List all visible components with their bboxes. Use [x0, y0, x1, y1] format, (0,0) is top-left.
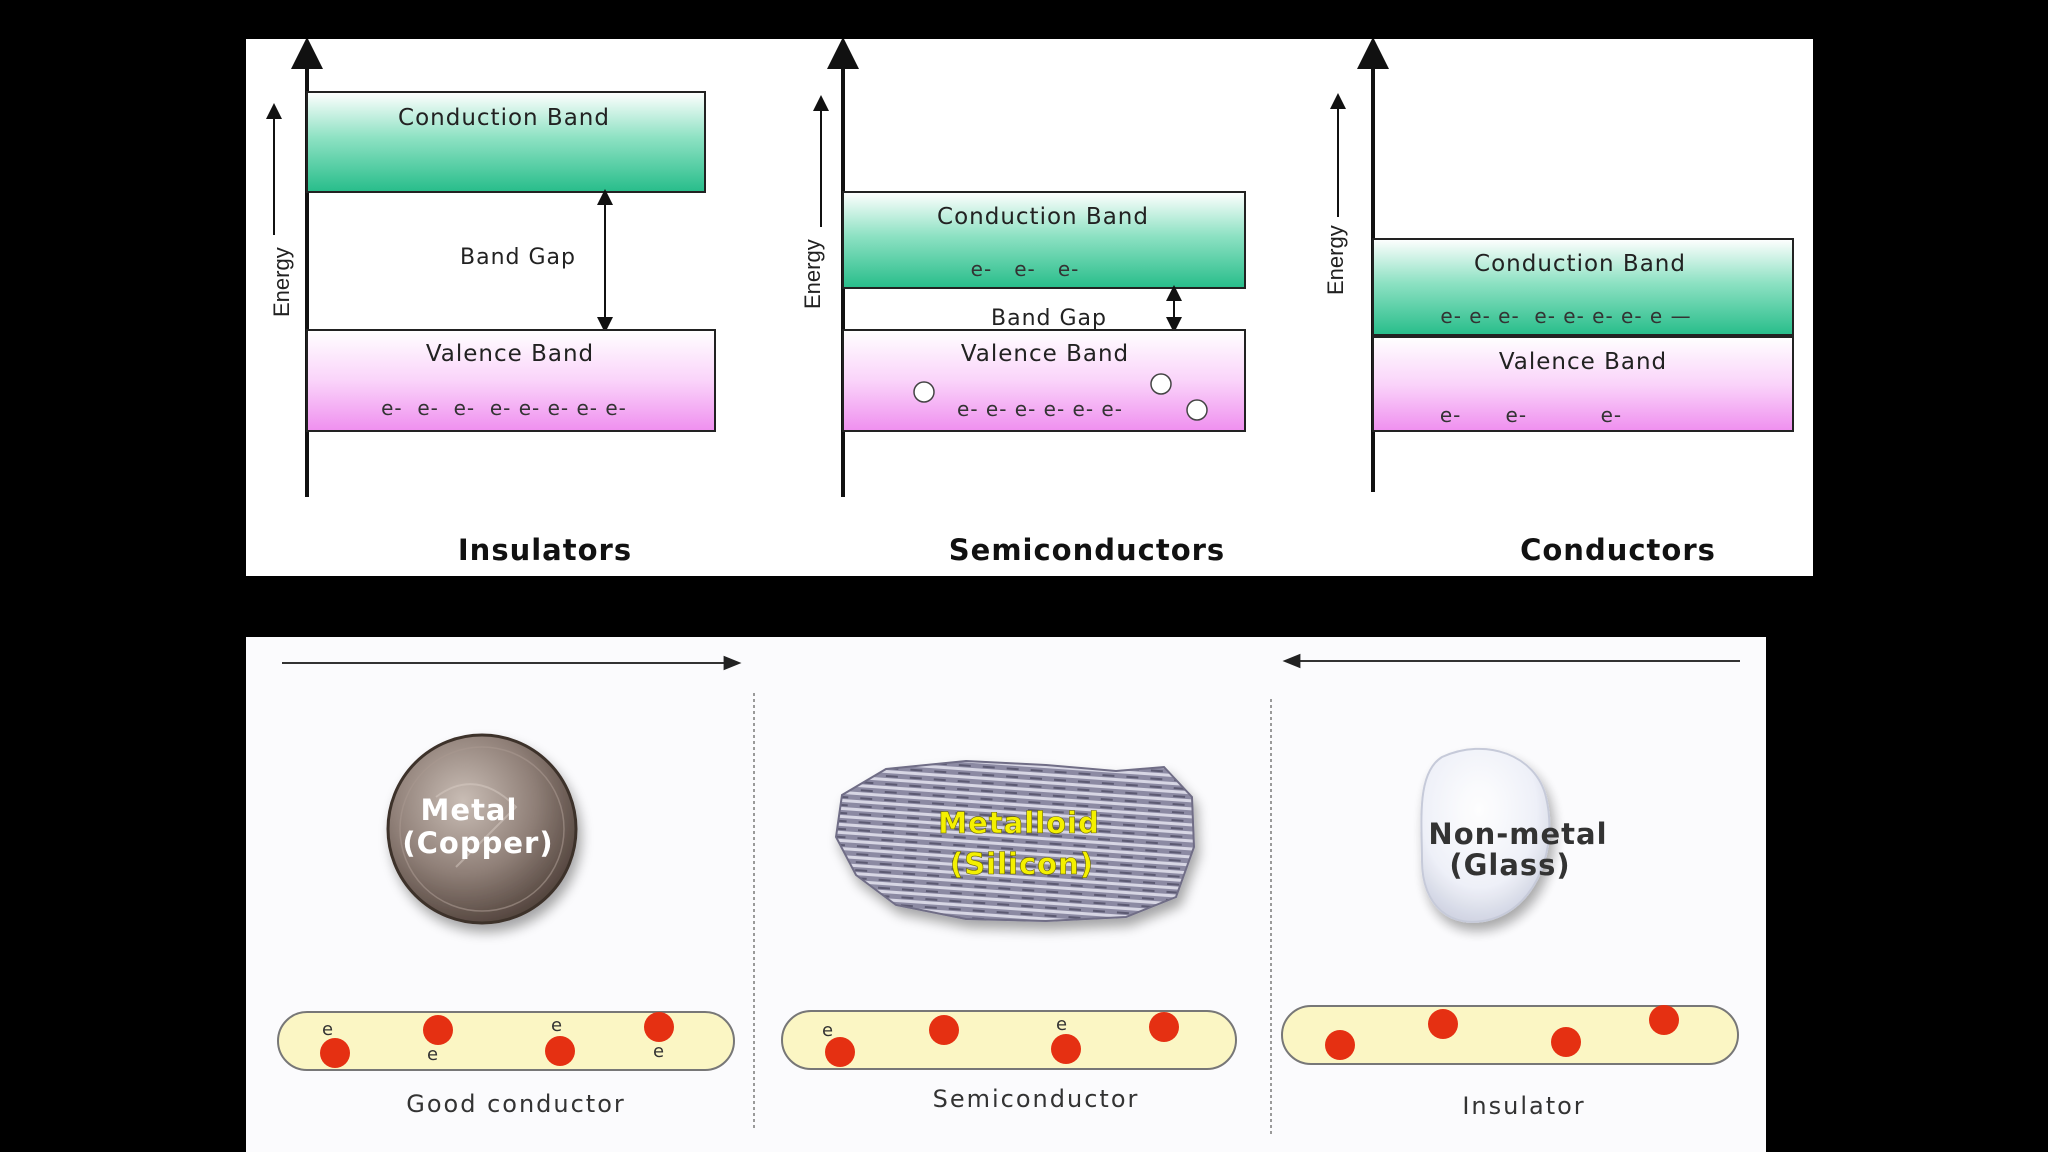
- category-label-insulators: Insulators: [458, 533, 632, 567]
- hole: [1150, 373, 1172, 395]
- carrier-electron: e: [1056, 1014, 1067, 1035]
- carrier-electron: e: [322, 1019, 333, 1040]
- valence-band-title: Valence Band: [1499, 349, 1667, 375]
- energy-label: Energy: [1323, 225, 1348, 295]
- conduction-electrons: e- e- e- e- e- e- e- e —: [1440, 304, 1691, 328]
- caption-semiconductor: Semiconductor: [933, 1085, 1140, 1113]
- category-label-semiconductors: Semiconductors: [949, 533, 1225, 567]
- nonmetal-label-line2: (Glass): [1449, 848, 1570, 882]
- carrier-dot: [1325, 1030, 1355, 1060]
- valence-band-title: Valence Band: [426, 341, 594, 367]
- energy-label: Energy: [269, 247, 294, 317]
- carrier-electron: e: [551, 1015, 562, 1036]
- materials-svg: Metal (Copper) e e e e Good conductor Me…: [277, 653, 1740, 1135]
- conduction-electrons: e- e- e-: [971, 257, 1080, 281]
- carrier-dot: [320, 1038, 350, 1068]
- nonmetal-column: Non-metal (Glass) Insulator: [1281, 747, 1739, 1120]
- valence-electrons: e- e- e- e- e- e-: [957, 397, 1123, 421]
- copper-coin-image: [386, 733, 578, 925]
- semiconductor-band-diagram: Energy Conduction Band e- e- e- Band Gap…: [800, 39, 1246, 567]
- carrier-dot: [825, 1037, 855, 1067]
- hole: [1186, 399, 1208, 421]
- valence-band: [306, 329, 716, 432]
- carrier-electron: e: [822, 1020, 833, 1041]
- materials-panel: Metal (Copper) e e e e Good conductor Me…: [246, 637, 1766, 1152]
- metal-label-line2: (Copper): [402, 826, 553, 860]
- carrier-dot: [545, 1036, 575, 1066]
- carrier-dot: [423, 1015, 453, 1045]
- metal-label-line1: Metal: [421, 793, 518, 827]
- band-gap-label: Band Gap: [460, 245, 576, 270]
- conduction-band-title: Conduction Band: [1474, 251, 1686, 277]
- metalloid-label-line1: Metalloid: [938, 806, 1099, 840]
- carrier-dot: [644, 1012, 674, 1042]
- carrier-dot: [929, 1015, 959, 1045]
- metal-column: Metal (Copper) e e e e Good conductor: [277, 733, 735, 1118]
- energy-label: Energy: [800, 239, 825, 309]
- valence-electrons: e- e- e- e- e- e- e- e-: [381, 396, 627, 420]
- carrier-dot: [1051, 1034, 1081, 1064]
- metalloid-label-line2: (Silicon): [950, 847, 1094, 881]
- carrier-electron: e: [653, 1041, 664, 1062]
- conductor-band-diagram: Energy Conduction Band e- e- e- e- e- e-…: [1323, 39, 1794, 567]
- carrier-tube: [781, 1010, 1237, 1070]
- conduction-band-title: Conduction Band: [937, 204, 1149, 230]
- valence-band: [842, 329, 1246, 432]
- valence-electrons: e- e- e-: [1440, 403, 1622, 427]
- carrier-dot: [1428, 1009, 1458, 1039]
- band-gap-label: Band Gap: [991, 306, 1107, 331]
- glass-pebble-image: [1420, 747, 1551, 923]
- conduction-band: [1372, 238, 1794, 336]
- carrier-tube: [1281, 1005, 1739, 1065]
- carrier-electron: e: [427, 1044, 438, 1065]
- valence-band: [1372, 336, 1794, 432]
- valence-band-title: Valence Band: [961, 341, 1129, 367]
- carrier-dot: [1551, 1027, 1581, 1057]
- metalloid-column: Metalloid (Silicon) e e Semiconductor: [781, 759, 1237, 1113]
- nonmetal-label-line1: Non-metal: [1428, 817, 1607, 851]
- carrier-dot: [1149, 1012, 1179, 1042]
- silicon-chunk-image: [834, 759, 1196, 923]
- conduction-band: [842, 191, 1246, 289]
- caption-insulator: Insulator: [1462, 1092, 1585, 1120]
- hole: [913, 381, 935, 403]
- category-label-conductors: Conductors: [1520, 533, 1716, 567]
- carrier-dot: [1649, 1005, 1679, 1035]
- band-diagram-svg: Energy Conduction Band Band Gap Valence …: [266, 39, 1794, 567]
- conduction-band: [306, 91, 706, 193]
- caption-good-conductor: Good conductor: [406, 1090, 626, 1118]
- band-diagram-panel: Energy Conduction Band Band Gap Valence …: [246, 39, 1813, 576]
- insulator-band-diagram: Energy Conduction Band Band Gap Valence …: [266, 39, 716, 567]
- conduction-band-title: Conduction Band: [398, 105, 610, 131]
- carrier-tube: [277, 1011, 735, 1071]
